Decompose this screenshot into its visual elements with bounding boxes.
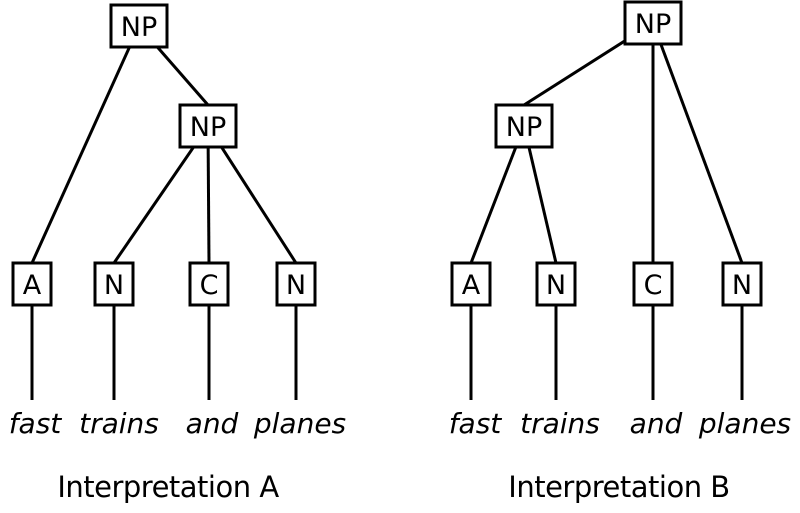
node-box-leaf-n1 <box>93 261 135 307</box>
node-label-leaf-n1: N <box>546 270 566 301</box>
node-box-leaf-n2 <box>721 261 763 307</box>
word-label: fast <box>449 407 503 440</box>
tree-edge <box>30 25 141 264</box>
node-label-np-sub: NP <box>190 112 226 143</box>
node-label-leaf-c: C <box>644 270 663 301</box>
word-label: planes <box>253 407 346 440</box>
node-label-leaf-n1: N <box>104 270 124 301</box>
tree-edge <box>469 125 526 264</box>
node-box-leaf-n1 <box>535 261 577 307</box>
node-box-np-sub <box>178 103 238 149</box>
node-label-np-sub: NP <box>506 112 542 143</box>
tree-edge <box>112 125 210 264</box>
word-label: trains <box>520 407 600 440</box>
tree-caption: Interpretation B <box>508 470 729 504</box>
node-box-np-sub <box>494 103 554 149</box>
word-label: and <box>630 407 683 440</box>
word-label: and <box>186 407 239 440</box>
node-label-np-root: NP <box>635 9 671 40</box>
tree-edge <box>522 125 558 264</box>
word-label: trains <box>79 407 159 440</box>
node-box-leaf-a <box>11 261 53 307</box>
word-label: fast <box>9 407 63 440</box>
tree-edge <box>206 125 298 264</box>
node-label-leaf-c: C <box>200 270 219 301</box>
node-box-leaf-c <box>632 261 674 307</box>
tree-edge <box>651 22 744 264</box>
word-label: planes <box>698 407 791 440</box>
node-box-np-root <box>109 3 169 49</box>
node-label-leaf-a: A <box>23 270 42 301</box>
node-box-leaf-c <box>188 261 230 307</box>
tree-caption: Interpretation A <box>57 470 279 504</box>
node-label-leaf-n2: N <box>286 270 306 301</box>
node-box-np-root <box>623 0 683 46</box>
node-box-leaf-n2 <box>275 261 317 307</box>
node-label-leaf-a: A <box>462 270 481 301</box>
node-label-leaf-n2: N <box>732 270 752 301</box>
node-label-np-root: NP <box>121 12 157 43</box>
node-box-leaf-a <box>450 261 492 307</box>
tree-edge <box>206 125 211 264</box>
